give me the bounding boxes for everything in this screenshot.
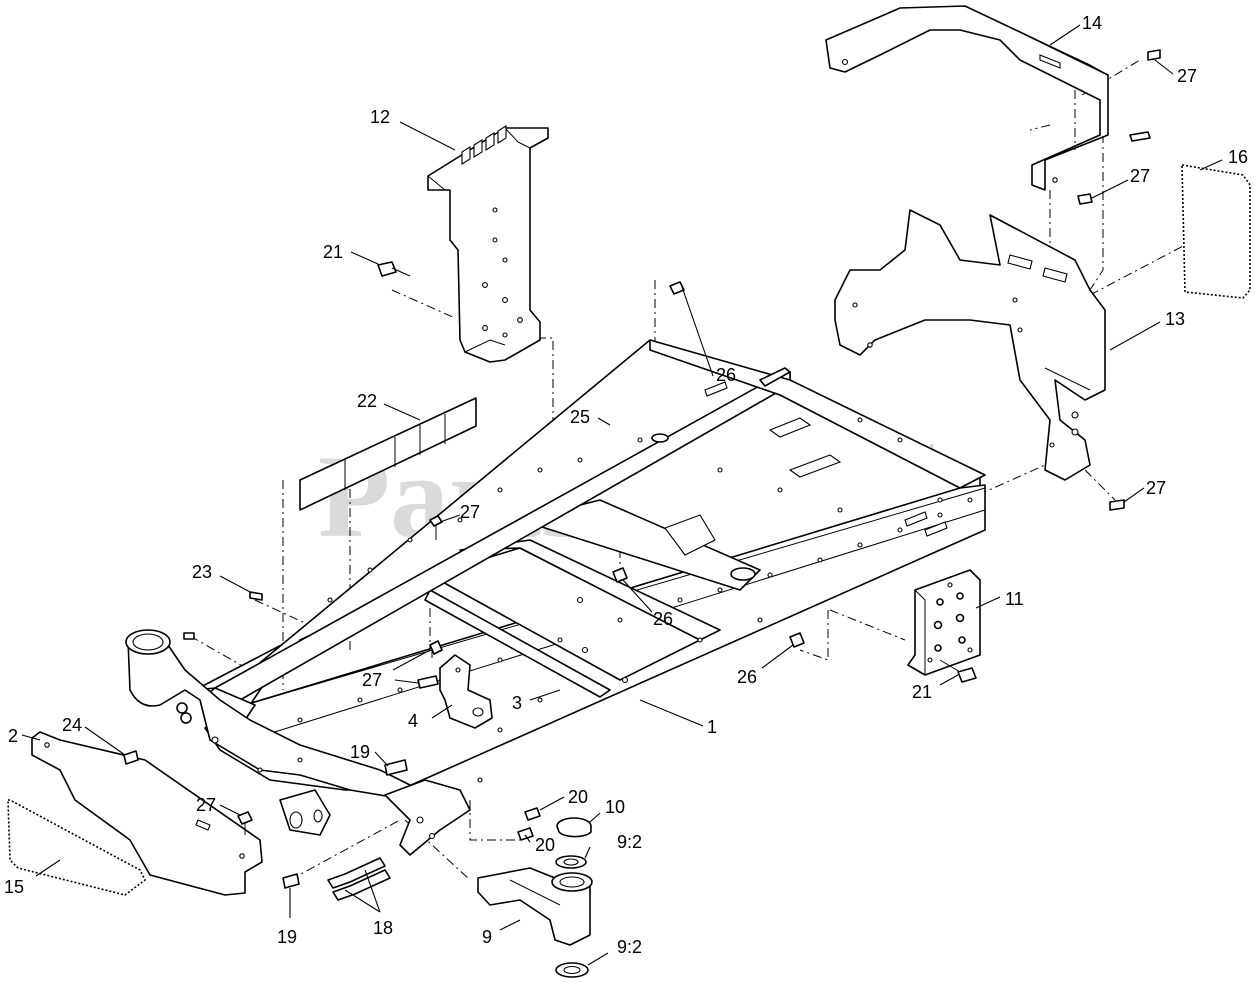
callout-13: 13 xyxy=(1165,309,1185,329)
part-9-caster-fork xyxy=(477,867,593,946)
callout-4: 4 xyxy=(408,711,418,731)
callout-27-bracket: 27 xyxy=(362,670,382,690)
callout-20-lower: 20 xyxy=(535,835,555,855)
callout-23: 23 xyxy=(192,562,212,582)
callout-25: 25 xyxy=(570,407,590,427)
part-22-shield xyxy=(299,397,477,511)
callout-26-lower: 26 xyxy=(737,667,757,687)
callout-19-upper: 19 xyxy=(350,742,370,762)
part-14-upper-mount-bracket xyxy=(825,5,1151,191)
leader-lines xyxy=(21,24,1223,966)
callout-1: 1 xyxy=(707,717,717,737)
callout-12: 12 xyxy=(370,107,390,127)
callout-labels: 1 2 3 4 9 9:2 9:2 10 11 12 13 14 15 16 1… xyxy=(4,13,1248,957)
part-4-small-bracket xyxy=(439,654,493,729)
callout-9-2-lower: 9:2 xyxy=(617,937,642,957)
part-13-side-panel xyxy=(834,209,1106,481)
part-16-decal xyxy=(1181,164,1251,299)
callout-27-rear-top: 27 xyxy=(1177,66,1197,86)
callout-14: 14 xyxy=(1082,13,1102,33)
callout-9: 9 xyxy=(482,927,492,947)
part-1-main-frame xyxy=(194,339,986,791)
callout-20-upper: 20 xyxy=(568,787,588,807)
callout-9-2-upper: 9:2 xyxy=(617,832,642,852)
callout-18: 18 xyxy=(373,918,393,938)
callout-21-upper: 21 xyxy=(323,242,343,262)
callout-21-lower: 21 xyxy=(912,682,932,702)
callout-11: 11 xyxy=(1005,589,1024,609)
fasteners xyxy=(123,49,1161,901)
part-11-mount-plate xyxy=(907,569,981,676)
callout-2: 2 xyxy=(8,726,18,746)
callout-3: 3 xyxy=(512,693,522,713)
part-frame-front-caster-mount xyxy=(125,629,471,856)
part-12-console-bracket xyxy=(427,125,549,363)
callout-26-upper: 26 xyxy=(716,365,736,385)
callout-27-rear-mid: 27 xyxy=(1130,166,1150,186)
callout-27-rear-low: 27 xyxy=(1146,478,1166,498)
callout-10: 10 xyxy=(605,797,625,817)
part-9-2-bearings xyxy=(555,855,589,978)
callout-16: 16 xyxy=(1228,147,1248,167)
part-10-dust-cap xyxy=(556,817,592,838)
callout-15: 15 xyxy=(4,877,24,897)
callout-27-center: 27 xyxy=(460,502,480,522)
part-2-front-cover xyxy=(31,731,263,896)
callout-26-mid: 26 xyxy=(653,609,673,629)
callout-19-lower: 19 xyxy=(277,927,297,947)
callout-22: 22 xyxy=(357,391,377,411)
callout-27-front: 27 xyxy=(196,795,216,815)
callout-24: 24 xyxy=(62,715,82,735)
